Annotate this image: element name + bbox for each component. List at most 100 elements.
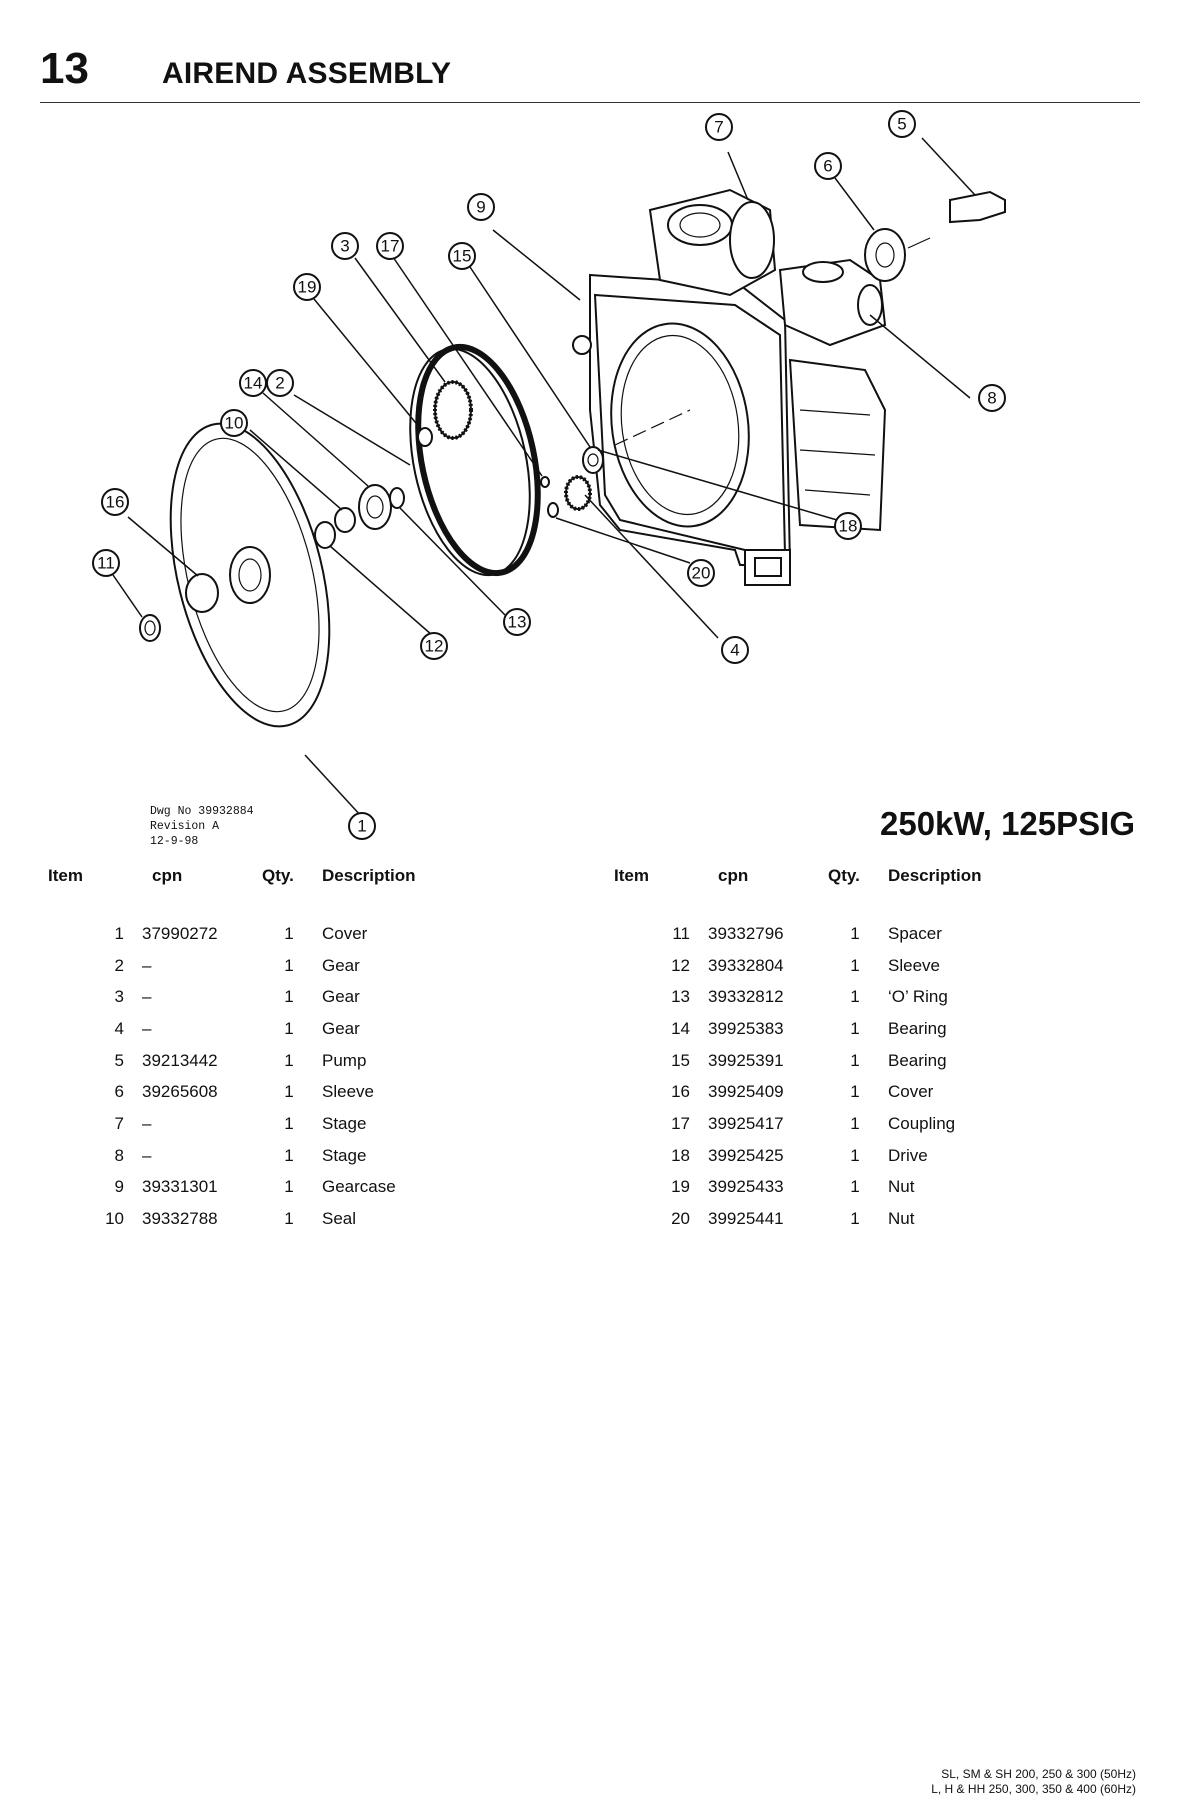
page-header: 13 AIREND ASSEMBLY bbox=[40, 40, 1140, 103]
qty-cell: 1 bbox=[850, 1145, 860, 1165]
description-cell: Bearing bbox=[888, 1050, 947, 1070]
cpn-cell: 37990272 bbox=[142, 923, 218, 943]
svg-text:8: 8 bbox=[987, 389, 996, 408]
item-cell: 15 bbox=[671, 1050, 690, 1070]
cpn-cell: 39925433 bbox=[708, 1177, 784, 1197]
item-cell: 8 bbox=[114, 1145, 124, 1165]
svg-text:19: 19 bbox=[298, 278, 317, 297]
item-cell: 16 bbox=[671, 1082, 690, 1102]
item-cell: 17 bbox=[671, 1113, 690, 1133]
bearing-14-part bbox=[358, 484, 392, 530]
drawing-revision: Revision A bbox=[150, 820, 219, 833]
svg-text:11: 11 bbox=[97, 554, 115, 573]
stage-7-part bbox=[648, 188, 777, 297]
item-cell: 7 bbox=[114, 1113, 124, 1133]
svg-text:17: 17 bbox=[381, 237, 400, 256]
svg-text:2: 2 bbox=[275, 374, 284, 393]
item-cell: 20 bbox=[671, 1209, 690, 1229]
leader-lines bbox=[112, 137, 976, 818]
qty-cell: 1 bbox=[284, 1018, 294, 1038]
cpn-cell: 39925383 bbox=[708, 1018, 784, 1038]
cpn-cell: – bbox=[142, 987, 152, 1007]
spacer-11-part bbox=[139, 614, 161, 642]
callout-14: 14 bbox=[239, 369, 267, 397]
callout-4: 4 bbox=[721, 636, 749, 664]
item-cell: 4 bbox=[114, 1018, 124, 1038]
cover-1-part bbox=[169, 422, 331, 728]
item-cell: 18 bbox=[671, 1145, 690, 1165]
callout-11: 11 bbox=[92, 549, 120, 577]
item-cell: 5 bbox=[114, 1050, 124, 1070]
description-cell: Pump bbox=[322, 1050, 367, 1070]
item-cell: 14 bbox=[671, 1018, 690, 1038]
qty-cell: 1 bbox=[850, 1082, 860, 1102]
item-cell: 3 bbox=[114, 987, 124, 1007]
page-number: 13 bbox=[40, 44, 89, 93]
gearcase-part bbox=[572, 273, 887, 586]
description-cell: Bearing bbox=[888, 1018, 947, 1038]
svg-text:5: 5 bbox=[897, 115, 906, 134]
header-description: Description bbox=[888, 866, 982, 885]
description-cell: Coupling bbox=[888, 1113, 956, 1133]
cpn-cell: 39332804 bbox=[708, 955, 784, 975]
qty-cell: 1 bbox=[284, 1209, 294, 1229]
callout-7: 7 bbox=[705, 113, 733, 141]
stage-8-part bbox=[778, 258, 887, 347]
description-cell: Gear bbox=[322, 955, 360, 975]
qty-cell: 1 bbox=[850, 1050, 860, 1070]
svg-text:9: 9 bbox=[476, 198, 485, 217]
cpn-cell: – bbox=[142, 1113, 152, 1133]
svg-text:3: 3 bbox=[340, 237, 349, 256]
svg-text:15: 15 bbox=[453, 247, 472, 266]
item-cell: 1 bbox=[114, 923, 124, 943]
cover-16-part bbox=[185, 573, 219, 613]
gear-4-part bbox=[564, 475, 592, 511]
description-cell: Gear bbox=[322, 1018, 360, 1038]
svg-text:10: 10 bbox=[225, 414, 244, 433]
svg-text:14: 14 bbox=[244, 374, 263, 393]
cpn-cell: – bbox=[142, 1018, 152, 1038]
sleeve-12-part bbox=[314, 521, 336, 549]
qty-cell: 1 bbox=[284, 923, 294, 943]
callout-19: 19 bbox=[293, 273, 321, 301]
rating-label: 250kW, 125PSIG bbox=[880, 805, 1135, 842]
cpn-cell: 39331301 bbox=[142, 1177, 218, 1197]
callout-10: 10 bbox=[220, 409, 248, 437]
qty-cell: 1 bbox=[850, 1177, 860, 1197]
header-cpn: cpn bbox=[718, 866, 749, 885]
svg-text:12: 12 bbox=[425, 637, 444, 656]
cpn-cell: 39925409 bbox=[708, 1082, 784, 1102]
qty-cell: 1 bbox=[850, 923, 860, 943]
callout-1: 1 bbox=[348, 812, 376, 840]
item-cell: 10 bbox=[105, 1209, 124, 1229]
nut-20-part bbox=[547, 502, 559, 518]
description-cell: Stage bbox=[322, 1145, 367, 1165]
qty-cell: 1 bbox=[284, 987, 294, 1007]
header-item: Item bbox=[48, 866, 83, 885]
callout-15: 15 bbox=[448, 242, 476, 270]
description-cell: Sleeve bbox=[322, 1082, 374, 1102]
description-cell: Sleeve bbox=[888, 955, 940, 975]
description-cell: Nut bbox=[888, 1177, 915, 1197]
drawing-info: Dwg No 39932884 Revision A 12-9-98 bbox=[150, 805, 254, 848]
footer-models-60hz: L, H & HH 250, 300, 350 & 400 (60Hz) bbox=[931, 1782, 1136, 1796]
qty-cell: 1 bbox=[284, 1082, 294, 1102]
svg-text:1: 1 bbox=[357, 817, 366, 836]
item-cell: 12 bbox=[671, 955, 690, 975]
header-qty: Qty. bbox=[262, 866, 294, 885]
seal-10-part bbox=[334, 507, 356, 533]
footer: SL, SM & SH 200, 250 & 300 (50Hz) L, H &… bbox=[931, 1767, 1136, 1797]
cpn-cell: 39925417 bbox=[708, 1113, 784, 1133]
